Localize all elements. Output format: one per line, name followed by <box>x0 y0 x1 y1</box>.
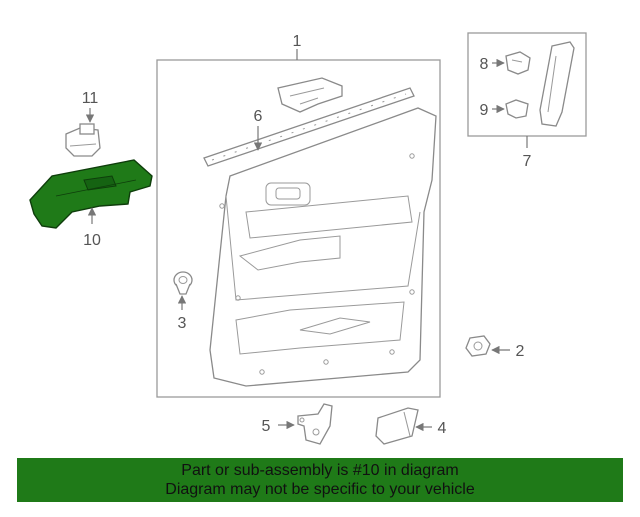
callout-11: 11 <box>82 90 99 107</box>
armrest <box>238 235 341 271</box>
part-11-switch[interactable] <box>65 123 101 157</box>
part-1-frame <box>156 59 441 398</box>
callout-10: 10 <box>83 232 101 249</box>
callout-9: 9 <box>480 102 489 119</box>
callout-7: 7 <box>523 153 532 170</box>
part-5-bracket[interactable] <box>297 403 333 445</box>
banner-line-2: Diagram may not be specific to your vehi… <box>165 481 475 498</box>
part-8-clip[interactable] <box>505 51 531 75</box>
map-pocket <box>235 301 405 355</box>
callout-8: 8 <box>480 56 489 73</box>
callout-2: 2 <box>516 343 525 360</box>
callout-1: 1 <box>293 33 302 50</box>
door-trim-panel[interactable] <box>209 107 437 387</box>
callout-5: 5 <box>262 418 271 435</box>
trim-clip-part <box>277 77 343 113</box>
part-10-switch-panel[interactable] <box>29 159 153 229</box>
part-4-pad[interactable] <box>375 407 419 445</box>
callout-4: 4 <box>438 420 447 437</box>
door-handle-bezel <box>265 182 311 206</box>
part-2-screw[interactable] <box>465 335 491 357</box>
info-banner: Part or sub-assembly is #10 in diagram D… <box>17 458 623 502</box>
callout-6: 6 <box>254 108 263 125</box>
callout-3: 3 <box>178 315 187 332</box>
part-9-clip[interactable] <box>505 99 529 119</box>
part-3-clip[interactable] <box>173 271 193 295</box>
part-7-garnish[interactable] <box>539 41 575 127</box>
banner-line-1: Part or sub-assembly is #10 in diagram <box>181 462 459 479</box>
